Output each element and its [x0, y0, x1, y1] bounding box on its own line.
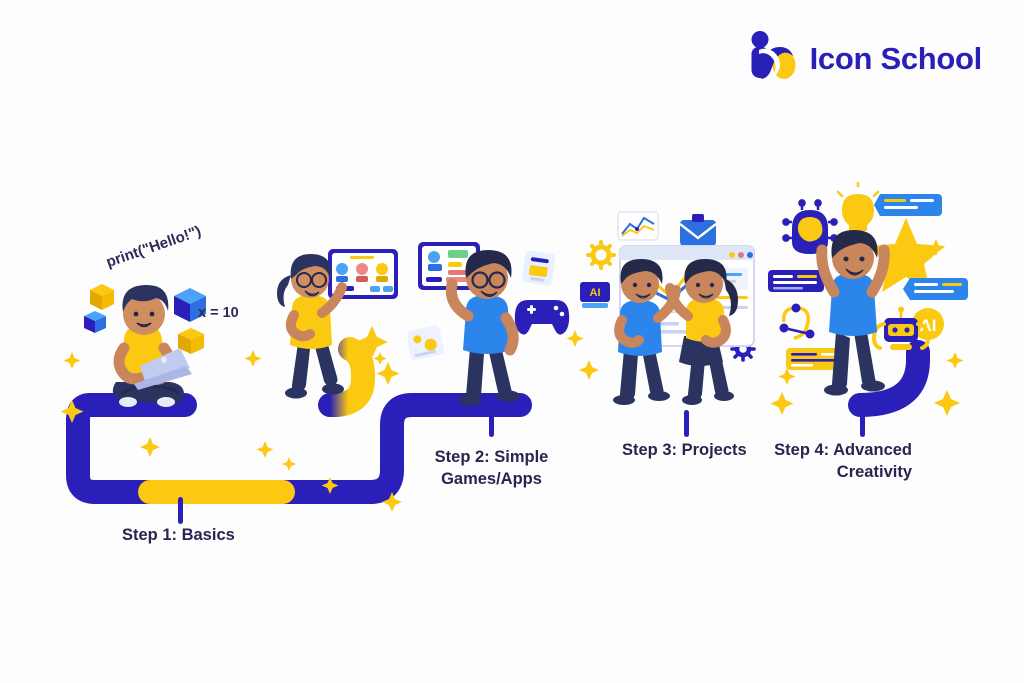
gear-icon [586, 240, 616, 270]
robot-icon [871, 306, 931, 350]
sparkle-icon [579, 360, 599, 380]
sparkle-icon [256, 441, 274, 458]
step-label-1: Step 1: Basics [122, 526, 235, 544]
step-tick-icon-4 [860, 410, 865, 437]
boy-holding-tablet-icon [445, 250, 520, 406]
ai-badge-icon: AI [912, 308, 944, 340]
brand-logo: Icon School [746, 30, 982, 88]
yellow-note-card-icon [786, 348, 842, 370]
sparkle-decorations [60, 239, 964, 512]
ai-brain-chip-icon [782, 199, 838, 254]
step-label-4: Step 4: Advanced Creativity [774, 441, 912, 481]
step-tick-icon-2 [489, 410, 494, 437]
sparkle-icon [566, 330, 584, 347]
sparkle-icon [60, 400, 84, 423]
tablet-app-builder-icon [418, 242, 480, 290]
yellow-cube-icon [90, 284, 114, 310]
sparkle-icon [770, 392, 794, 415]
sparkle-icon [321, 477, 339, 494]
node-graph-icon [779, 303, 815, 340]
sparkle-icon [376, 362, 400, 385]
boy-sitting-with-laptop-icon [112, 284, 192, 407]
step-label-3: Step 3: Projects [622, 441, 747, 459]
scene-girl-tablet [277, 249, 398, 399]
sparkle-icon [356, 326, 388, 358]
sparkle-icon [382, 492, 402, 512]
yellow-cube-icon-2 [178, 328, 204, 354]
scene-step-2 [408, 242, 570, 406]
sparkle-icon [934, 390, 960, 416]
badge-card-icon [522, 250, 556, 286]
sparkle-icon [373, 352, 387, 365]
sparkle-icon [244, 350, 262, 367]
step-tick-icon-3 [684, 410, 689, 437]
code-snippet-x10: x = 10 [198, 305, 239, 321]
sparkle-icon [63, 352, 81, 369]
sparkle-icon [946, 352, 964, 369]
icon-school-logo-icon [751, 31, 796, 79]
sparkle-icon [282, 457, 296, 471]
step-tick-icon-1 [178, 497, 183, 524]
sparkle-icon [140, 437, 160, 457]
image-card-icon [408, 325, 445, 361]
game-controller-icon [514, 300, 570, 335]
scene-step-1 [84, 284, 206, 407]
girl-high-five-icon [665, 259, 738, 405]
ai-chip-card-icon: AI [580, 282, 610, 308]
path-segment-yellow-hook [318, 337, 376, 417]
svg-text:AI: AI [920, 316, 937, 335]
code-chip-card-icon-2 [768, 270, 824, 292]
scene-step-4: AI [768, 182, 968, 396]
line-chart-card-icon [617, 211, 659, 241]
sparkle-icon [778, 368, 796, 385]
code-chip-card-icon-3 [903, 278, 968, 300]
boy-high-five-icon [613, 259, 681, 405]
scene-step-3: AI [580, 211, 756, 405]
code-chip-card-icon [874, 194, 942, 216]
path-segment-right-curl [848, 340, 930, 417]
svg-text:AI: AI [590, 287, 601, 299]
blue-cube-icon [84, 311, 106, 333]
brand-name: Icon School [809, 41, 983, 76]
blue-cube-icon-2 [174, 288, 206, 322]
girl-holding-tablet-icon [277, 254, 347, 399]
step-label-2: Step 2: Simple Games/Apps [434, 448, 549, 488]
boy-celebrating-icon [816, 230, 890, 396]
envelope-icon [679, 214, 717, 246]
